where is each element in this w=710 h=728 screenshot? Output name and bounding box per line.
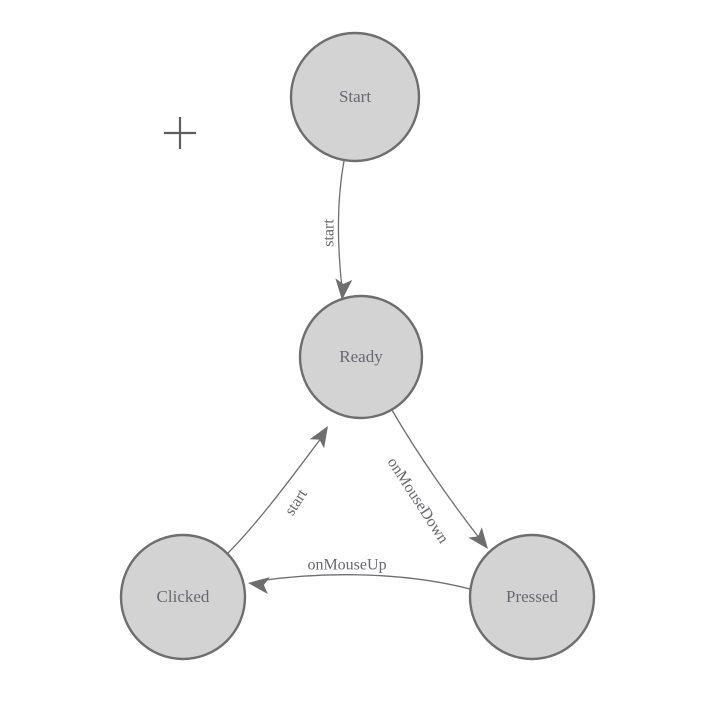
node-pressed[interactable]: Pressed bbox=[468, 533, 596, 661]
node-start[interactable]: Start bbox=[289, 31, 421, 163]
node-circle-ready[interactable] bbox=[298, 294, 424, 420]
edge-line-clicked-to-ready bbox=[226, 436, 323, 555]
node-ready[interactable]: Ready bbox=[298, 294, 424, 420]
edge-start-to-ready[interactable]: start bbox=[321, 160, 353, 301]
edge-pressed-to-clicked[interactable]: onMouseUp bbox=[247, 557, 471, 594]
node-label-ready: Ready bbox=[339, 347, 383, 366]
edge-label-start-to-ready: start bbox=[321, 219, 338, 247]
arrowhead-start-to-ready bbox=[335, 278, 353, 300]
cursor-layer bbox=[164, 117, 196, 149]
node-circle-clicked[interactable] bbox=[119, 533, 247, 661]
edge-label-ready-to-pressed: onMouseDown bbox=[384, 455, 452, 547]
edge-ready-to-pressed[interactable]: onMouseDown bbox=[384, 409, 495, 554]
edge-line-ready-to-pressed bbox=[391, 409, 481, 540]
node-circle-pressed[interactable] bbox=[468, 533, 596, 661]
arrowhead-pressed-to-clicked bbox=[248, 577, 270, 594]
arrowhead-clicked-to-ready bbox=[309, 426, 328, 449]
edge-line-start-to-ready bbox=[337, 160, 345, 289]
edge-clicked-to-ready[interactable]: start bbox=[226, 421, 335, 555]
edge-label-clicked-to-ready: start bbox=[282, 486, 312, 519]
crosshair-marker bbox=[164, 117, 196, 149]
node-label-clicked: Clicked bbox=[157, 587, 210, 606]
arrowhead-ready-to-pressed bbox=[468, 527, 488, 549]
edge-line-pressed-to-clicked bbox=[257, 574, 471, 590]
node-clicked[interactable]: Clicked bbox=[119, 533, 247, 661]
edge-label-pressed-to-clicked: onMouseUp bbox=[307, 557, 386, 574]
node-label-pressed: Pressed bbox=[506, 587, 558, 606]
node-circle-start[interactable] bbox=[289, 31, 421, 163]
node-label-start: Start bbox=[339, 87, 371, 106]
